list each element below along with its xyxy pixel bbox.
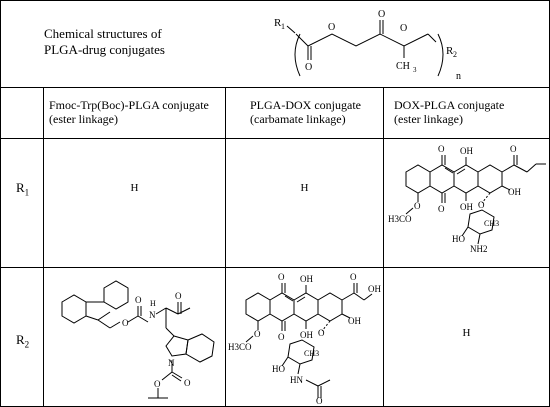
svg-text:O: O	[478, 200, 485, 210]
column-header-plga-dox: PLGA-DOX conjugate (carbamate linkage)	[250, 98, 361, 126]
svg-text:CH3: CH3	[484, 219, 499, 228]
svg-text:O: O	[175, 291, 182, 301]
svg-text:HO: HO	[452, 234, 465, 244]
svg-text:O: O	[135, 295, 142, 305]
svg-text:OH: OH	[460, 202, 473, 212]
fmoc-trp-boc-structure: O O H N O N O O	[61, 280, 215, 399]
row-divider-header	[0, 87, 550, 88]
plga-general-structure: R 1 O O O O CH 3 R 2 n	[274, 9, 461, 82]
svg-text:O: O	[254, 329, 261, 339]
svg-text:O: O	[438, 144, 445, 154]
column-header-dox-plga: DOX-PLGA conjugate (ester linkage)	[394, 98, 505, 126]
svg-text:O: O	[316, 396, 323, 404]
col-divider-1	[225, 87, 226, 407]
svg-text:O: O	[154, 379, 161, 389]
table-title-line2: PLGA-drug conjugates	[44, 42, 165, 57]
svg-text:CH: CH	[396, 61, 410, 72]
svg-text:OH: OH	[300, 330, 313, 340]
cell-r2-dox-plga: H	[462, 327, 471, 339]
doxorubicin-structure-r1: O OH O O OH OH O H3CO O CH3 HO NH2	[388, 144, 546, 254]
svg-text:H: H	[150, 299, 156, 308]
svg-text:O: O	[350, 272, 357, 282]
svg-text:HN: HN	[290, 375, 303, 385]
svg-text:O: O	[122, 318, 129, 328]
row-divider-r2	[0, 267, 550, 268]
svg-text:OH: OH	[300, 274, 313, 284]
svg-text:3: 3	[413, 66, 417, 74]
row-label-r1: R1	[16, 180, 30, 198]
row-label-r2: R2	[16, 332, 30, 350]
table-border-top	[0, 0, 550, 1]
cell-r1-fmoc-trp: H	[130, 182, 139, 194]
column-header-fmoc-trp: Fmoc-Trp(Boc)-PLGA conjugate (ester link…	[49, 98, 209, 126]
col-divider-label	[43, 87, 44, 407]
svg-text:O: O	[438, 204, 445, 214]
svg-text:O: O	[184, 378, 191, 388]
svg-text:R: R	[274, 17, 282, 29]
svg-text:O: O	[400, 23, 407, 34]
svg-text:NH2: NH2	[470, 244, 488, 254]
svg-text:OH: OH	[508, 187, 521, 197]
svg-text:H3CO: H3CO	[228, 342, 252, 352]
svg-text:OH: OH	[460, 146, 473, 156]
svg-text:1: 1	[281, 22, 285, 31]
svg-text:O: O	[328, 22, 335, 33]
svg-text:O: O	[378, 9, 385, 20]
table-border-left	[0, 0, 1, 407]
cell-r1-plga-dox: H	[300, 182, 309, 194]
svg-text:CH3: CH3	[304, 349, 319, 358]
svg-text:R: R	[446, 45, 454, 57]
svg-text:O: O	[510, 144, 517, 154]
doxorubicin-structure-r2: O OH O OH O OH OH O H3CO O CH3 HO HN O	[228, 272, 381, 404]
svg-text:N: N	[149, 310, 156, 320]
svg-text:2: 2	[453, 50, 457, 59]
svg-text:O: O	[278, 272, 285, 282]
svg-text:O: O	[278, 332, 285, 342]
col-divider-2	[383, 87, 384, 407]
svg-text:O: O	[305, 62, 312, 73]
svg-text:OH: OH	[368, 284, 381, 294]
svg-text:N: N	[168, 358, 175, 368]
svg-text:HO: HO	[272, 364, 285, 374]
svg-text:O: O	[414, 201, 421, 211]
table-title-line1: Chemical structures of	[44, 26, 162, 41]
svg-text:H3CO: H3CO	[388, 214, 412, 224]
svg-text:O: O	[318, 328, 325, 338]
svg-text:n: n	[456, 71, 461, 82]
row-divider-r1	[0, 138, 550, 139]
svg-text:OH: OH	[348, 316, 361, 326]
